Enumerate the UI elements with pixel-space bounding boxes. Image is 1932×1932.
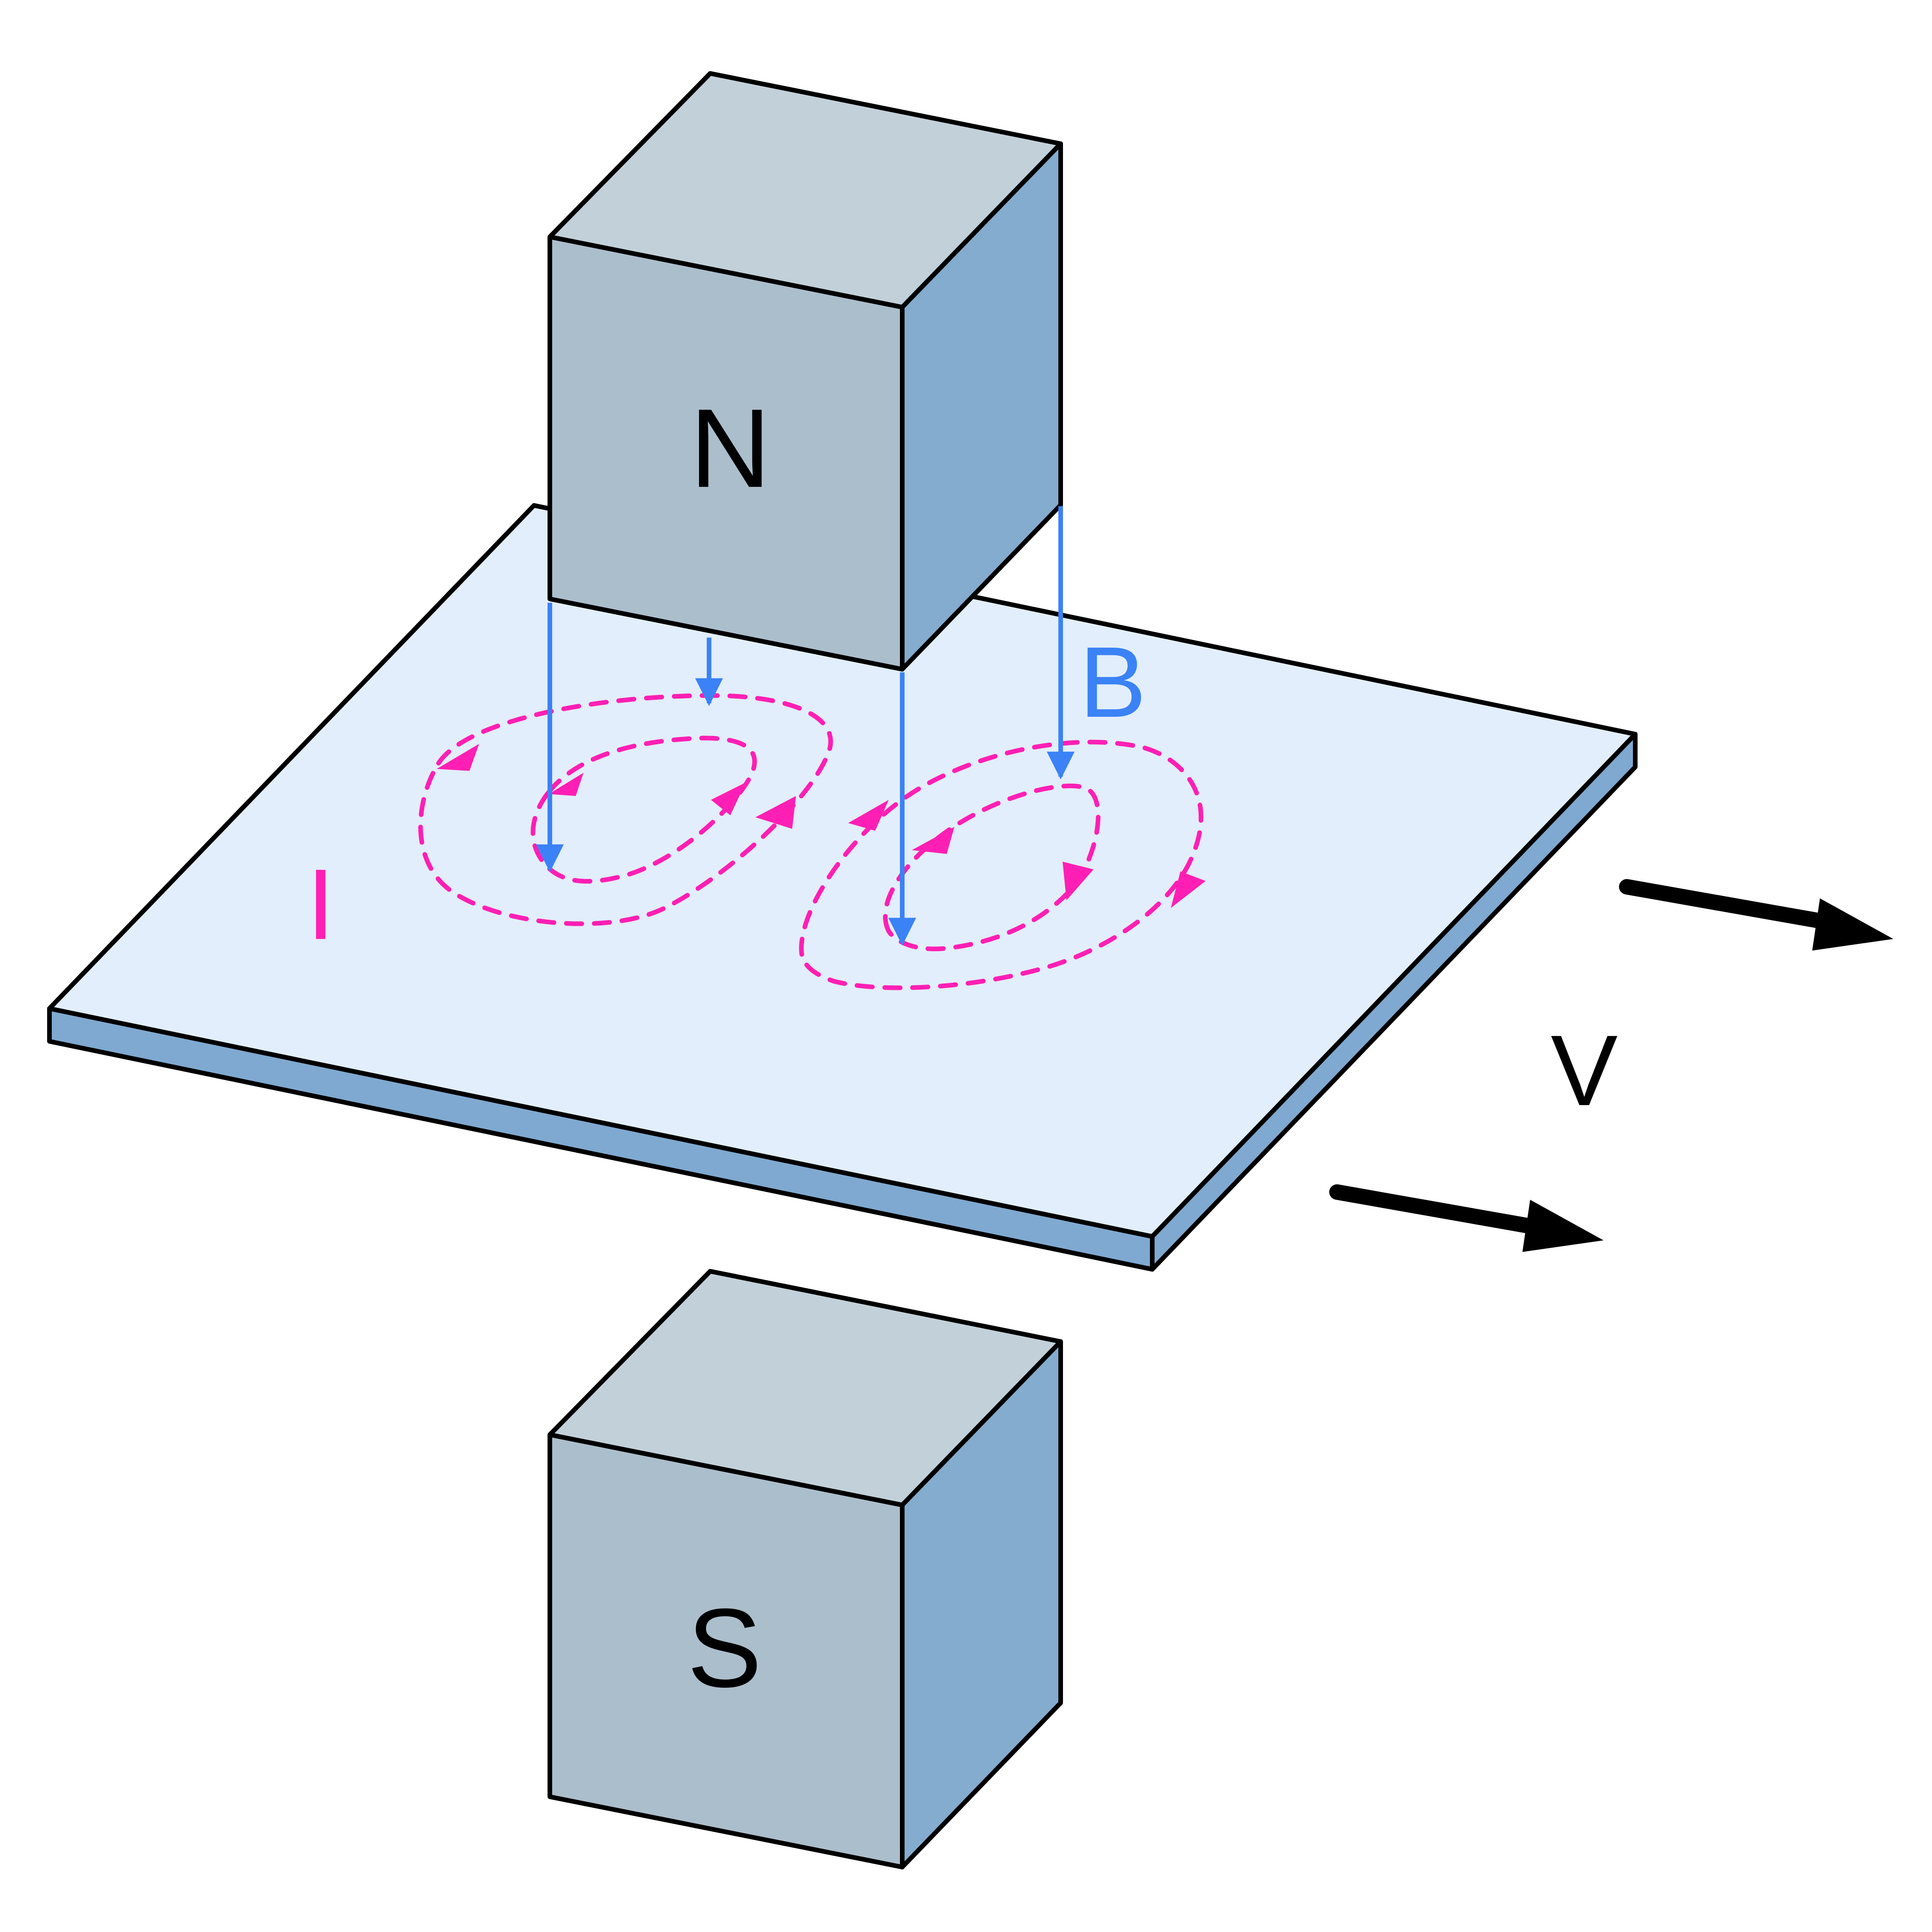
eddy-arrow-right-inner-right bbox=[1063, 862, 1094, 900]
conducting-plate bbox=[47, 503, 1638, 1272]
eddy-arrow-right-outer-right bbox=[1171, 871, 1206, 908]
eddy-arrow-right-outer-left bbox=[848, 800, 889, 831]
velocity-arrow-upper-shaft bbox=[1619, 879, 1832, 929]
eddy-currents-left bbox=[418, 693, 833, 926]
plate-top-face bbox=[47, 503, 1638, 1239]
velocity-arrow-lower-head bbox=[1522, 1200, 1604, 1252]
velocity-indicator: V bbox=[1329, 879, 1893, 1252]
eddy-loop-left-outer bbox=[418, 693, 833, 926]
velocity-arrow-lower-shaft bbox=[1329, 1184, 1542, 1235]
north-pole-label: N bbox=[690, 386, 770, 511]
field-label: B bbox=[1079, 626, 1146, 738]
eddy-arrow-left-outer-right bbox=[755, 796, 796, 829]
eddy-arrow-left-inner-right bbox=[711, 782, 746, 815]
eddy-loop-right-inner bbox=[883, 783, 1100, 951]
north-magnet: N bbox=[548, 71, 1063, 672]
eddy-loop-left-inner bbox=[531, 735, 757, 884]
current-label: I bbox=[307, 849, 335, 961]
eddy-arrow-left-outer-top bbox=[437, 744, 479, 771]
velocity-arrow-upper-head bbox=[1812, 898, 1893, 951]
eddy-currents-right bbox=[799, 740, 1206, 990]
magnetic-field-lines bbox=[536, 506, 1075, 946]
velocity-label: V bbox=[1551, 1015, 1618, 1127]
south-pole-label: S bbox=[687, 1585, 762, 1711]
eddy-arrow-right-inner-top bbox=[912, 827, 954, 854]
eddy-arrow-left-inner-top bbox=[549, 773, 583, 796]
south-magnet-front-face bbox=[548, 1432, 905, 1869]
south-magnet: S bbox=[548, 1269, 1063, 1869]
north-magnet-front-face bbox=[548, 235, 905, 672]
eddy-loop-right-outer bbox=[799, 740, 1204, 990]
